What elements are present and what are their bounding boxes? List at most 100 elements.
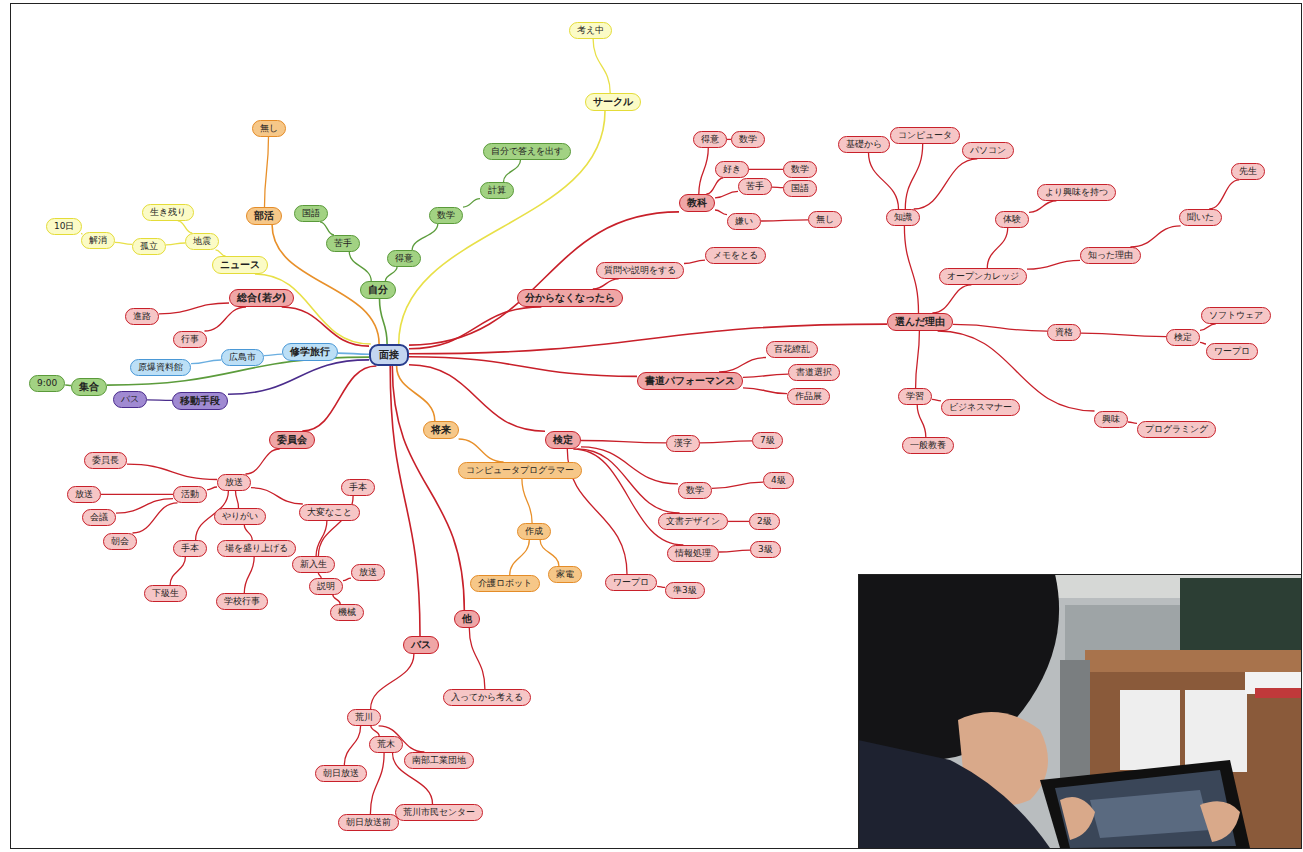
sub-topic: 10日 xyxy=(46,218,82,235)
topic-text: 行事 xyxy=(181,334,199,344)
sub-topic: ソフトウェア xyxy=(1201,307,1271,324)
branch-line xyxy=(282,307,369,346)
topic-text: 荒川 xyxy=(355,712,373,722)
branch-line xyxy=(265,137,269,207)
sub-topic: 国語 xyxy=(783,180,817,197)
sub-topic: 聞いた xyxy=(1179,209,1222,226)
branch-line xyxy=(684,260,705,263)
sub-topic: 国語 xyxy=(294,205,328,222)
branch-topic: サークル xyxy=(585,93,641,111)
sub-topic: プログラミング xyxy=(1137,421,1216,438)
sub-topic: 介護ロボット xyxy=(470,575,540,592)
branch-topic: 将来 xyxy=(423,421,459,439)
sub-topic: 資格 xyxy=(1047,324,1081,341)
topic-text: 数学 xyxy=(686,485,704,495)
sub-topic: 新入生 xyxy=(292,556,335,573)
frame xyxy=(11,4,1302,849)
sub-topic: 朝日放送前 xyxy=(338,814,399,831)
topic-text: 基礎から xyxy=(846,139,882,149)
topic-text: 自分 xyxy=(368,284,388,295)
sub-topic: 手本 xyxy=(173,540,207,557)
branch-line xyxy=(244,557,254,593)
topic-text: 生き残り xyxy=(150,207,186,217)
topic-text: 放送 xyxy=(359,567,377,577)
topic-text: パソコン xyxy=(970,145,1006,155)
branch-topic: 自分 xyxy=(360,281,396,299)
sub-topic: 苦手 xyxy=(738,178,772,195)
branch-line xyxy=(251,488,303,504)
topic-text: 苦手 xyxy=(746,181,764,191)
branch-line xyxy=(409,357,637,377)
topic-text: 委員会 xyxy=(277,434,307,445)
topic-text: 漢字 xyxy=(674,438,692,448)
sub-topic: 先生 xyxy=(1231,163,1265,180)
topic-text: 得意 xyxy=(395,253,413,263)
topic-text: 嫌い xyxy=(735,216,753,226)
topic-text: 将来 xyxy=(431,424,451,435)
topic-text: 孤立 xyxy=(140,241,158,251)
branch-line xyxy=(719,550,750,552)
topic-text: 一般教養 xyxy=(910,440,946,450)
branch-line xyxy=(344,726,360,765)
branch-line xyxy=(510,540,530,575)
topic-text: 朝会 xyxy=(111,536,129,546)
sub-topic: 書道選択 xyxy=(788,364,840,381)
sub-topic: 知識 xyxy=(886,209,920,226)
topic-text: コンピュータプログラマー xyxy=(466,465,574,475)
sub-topic: より興味を持つ xyxy=(1037,184,1116,201)
branch-line xyxy=(700,441,752,443)
topic-text: バス xyxy=(121,394,139,404)
topic-text: 地震 xyxy=(193,236,211,246)
topic-text: 朝日放送 xyxy=(323,768,359,778)
topic-text: 新入生 xyxy=(300,559,327,569)
branch-line xyxy=(170,557,185,585)
branch-line xyxy=(370,753,384,814)
topic-text: 活動 xyxy=(181,489,199,499)
sub-topic: 説明 xyxy=(309,578,343,595)
branch-line xyxy=(953,324,1047,331)
branch-line xyxy=(728,521,749,522)
topic-text: 選んだ理由 xyxy=(895,316,945,327)
branch-line xyxy=(159,303,229,314)
branch-line xyxy=(743,374,788,377)
topic-text: 文書デザイン xyxy=(666,516,720,526)
topic-text: 2級 xyxy=(757,516,772,526)
sub-topic: 荒川 xyxy=(347,709,381,726)
branch-line xyxy=(371,654,414,709)
topic-text: 入ってから考える xyxy=(451,692,523,702)
topic-text: 学習 xyxy=(906,391,924,401)
sub-topic: 学校行事 xyxy=(216,593,268,610)
topic-text: ビジネスマナー xyxy=(949,402,1012,412)
branch-line xyxy=(1029,201,1056,213)
sub-topic: 広島市 xyxy=(221,349,264,366)
topic-text: 広島市 xyxy=(229,352,256,362)
sub-topic: 朝日放送 xyxy=(315,765,367,782)
topic-text: 国語 xyxy=(302,208,320,218)
sub-topic: 活動 xyxy=(173,486,207,503)
branch-topic: 総合(若夕) xyxy=(229,289,294,307)
topic-text: 下級生 xyxy=(152,588,179,598)
topic-text: 解消 xyxy=(89,235,107,245)
sub-topic: 漢字 xyxy=(666,435,700,452)
sub-topic: 計算 xyxy=(480,182,514,199)
branch-topic: 検定 xyxy=(545,431,581,449)
topic-text: 集合 xyxy=(79,381,99,392)
sub-topic: 地震 xyxy=(185,233,219,250)
branch-line xyxy=(1027,260,1080,269)
sub-topic: 興味 xyxy=(1094,411,1128,428)
branch-topic: バス xyxy=(403,636,439,654)
branch-topic: 集合 xyxy=(71,378,107,396)
topic-text: 検定 xyxy=(1174,332,1192,342)
branch-line xyxy=(987,228,1007,268)
topic-text: 大変なこと xyxy=(307,507,352,517)
branch-line xyxy=(1081,333,1166,337)
branch-line xyxy=(904,226,918,313)
topic-text: 会議 xyxy=(90,512,108,522)
topic-text: ワープロ xyxy=(613,577,649,587)
branch-line xyxy=(761,220,808,221)
sub-topic: 9:00 xyxy=(29,375,65,392)
topic-text: 南部工業団地 xyxy=(412,755,466,765)
topic-text: 進路 xyxy=(133,311,151,321)
branch-topic: 委員会 xyxy=(269,431,315,449)
branch-line xyxy=(706,178,723,194)
